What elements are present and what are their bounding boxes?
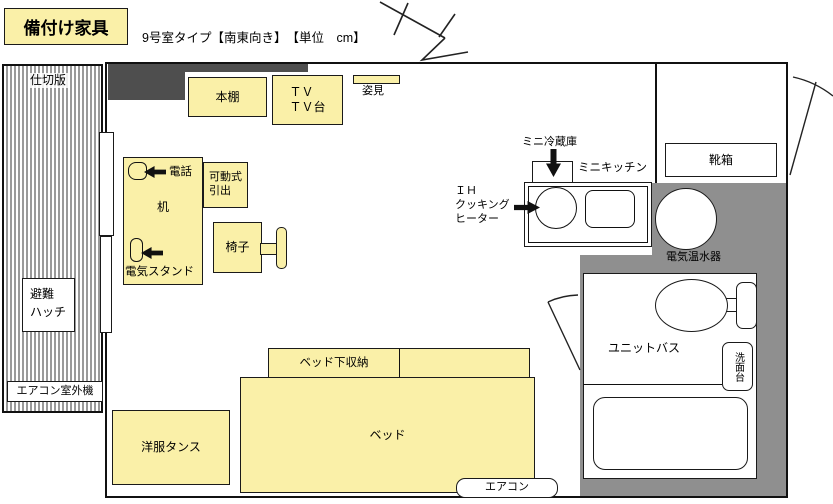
under-bed-storage-label-wrap: ベッド下収納 (269, 349, 399, 377)
movable-drawer-label: 可動式 引出 (209, 171, 242, 197)
water-heater (655, 188, 717, 250)
water-heater-label: 電気温水器 (666, 251, 721, 263)
chair-back (276, 227, 287, 269)
under-bed-storage-divider (399, 349, 400, 377)
toilet (655, 279, 728, 332)
bookshelf: 本棚 (188, 77, 267, 117)
escape-hatch-label: 避難 ハッチ (30, 287, 67, 319)
tv-stand: ＴＶ ＴＶ台 (272, 75, 343, 125)
mirror-label: 姿見 (362, 85, 384, 97)
chair-label: 椅子 (225, 240, 250, 254)
kitchen-unit (524, 182, 652, 247)
kitchen-sink (585, 190, 635, 228)
chair-seat: 椅子 (213, 222, 262, 273)
entrance-door (789, 76, 833, 176)
air-conditioner-label: エアコン (485, 481, 529, 494)
toilet-tank (736, 282, 757, 329)
washstand: 洗面台 (722, 342, 753, 391)
ac-outdoor-unit-label: エアコン室外機 (16, 384, 94, 397)
legend-label: 備付け家具 (23, 19, 109, 38)
ih-burner (535, 187, 577, 229)
legend-built-in-furniture: 備付け家具 (4, 8, 128, 45)
phone-icon (128, 162, 147, 180)
mini-kitchen-label: ミニキッチン (578, 162, 647, 174)
kitchen-unit-inner-rim (528, 186, 648, 243)
bed-label: ベッド (369, 427, 406, 442)
desk: 机 (123, 157, 203, 285)
plan-title: 9号室タイプ【南東向き】 【単位 cm】 (142, 31, 366, 45)
tv-stand-label: ＴＶ ＴＶ台 (289, 85, 326, 114)
phone-label: 電話 (169, 166, 192, 178)
escape-hatch: 避難 ハッチ (22, 278, 75, 332)
bath-partition-line (583, 384, 722, 385)
shoe-box-label: 靴箱 (708, 152, 733, 167)
desk-lamp-label: 電気スタンド (125, 266, 194, 278)
entrance-divider-wall (655, 62, 657, 183)
under-bed-storage-label: ベッド下収納 (299, 356, 369, 369)
air-conditioner: エアコン (456, 478, 558, 498)
wardrobe: 洋服タンス (112, 410, 230, 485)
top-wall-thin-segment (108, 64, 308, 72)
mini-fridge-label: ミニ冷蔵庫 (522, 136, 577, 148)
window-frame-lower (100, 236, 112, 333)
partition-panel-label: 仕切版 (28, 73, 69, 88)
desk-label: 机 (156, 200, 169, 214)
mirror (353, 75, 400, 84)
bookshelf-label: 本棚 (215, 89, 240, 104)
shoe-box: 靴箱 (665, 143, 777, 177)
bathtub (593, 397, 748, 470)
bathroom-door (547, 294, 581, 371)
unit-bath-label: ユニットバス (608, 341, 681, 355)
movable-drawer: 可動式 引出 (203, 162, 248, 208)
balcony (2, 64, 103, 413)
under-bed-storage: ベッド下収納 (268, 348, 530, 378)
ac-outdoor-unit: エアコン室外機 (7, 381, 103, 402)
bed: ベッド (240, 377, 535, 493)
washstand-label: 洗面台 (732, 351, 744, 382)
compass-arrow (379, 1, 469, 62)
top-wall-thick-segment (108, 64, 185, 100)
wardrobe-label: 洋服タンス (141, 440, 201, 454)
window-frame-upper (99, 132, 114, 236)
ih-label: ＩＨ クッキング ヒーター (455, 185, 510, 225)
desk-lamp-icon (130, 238, 143, 262)
